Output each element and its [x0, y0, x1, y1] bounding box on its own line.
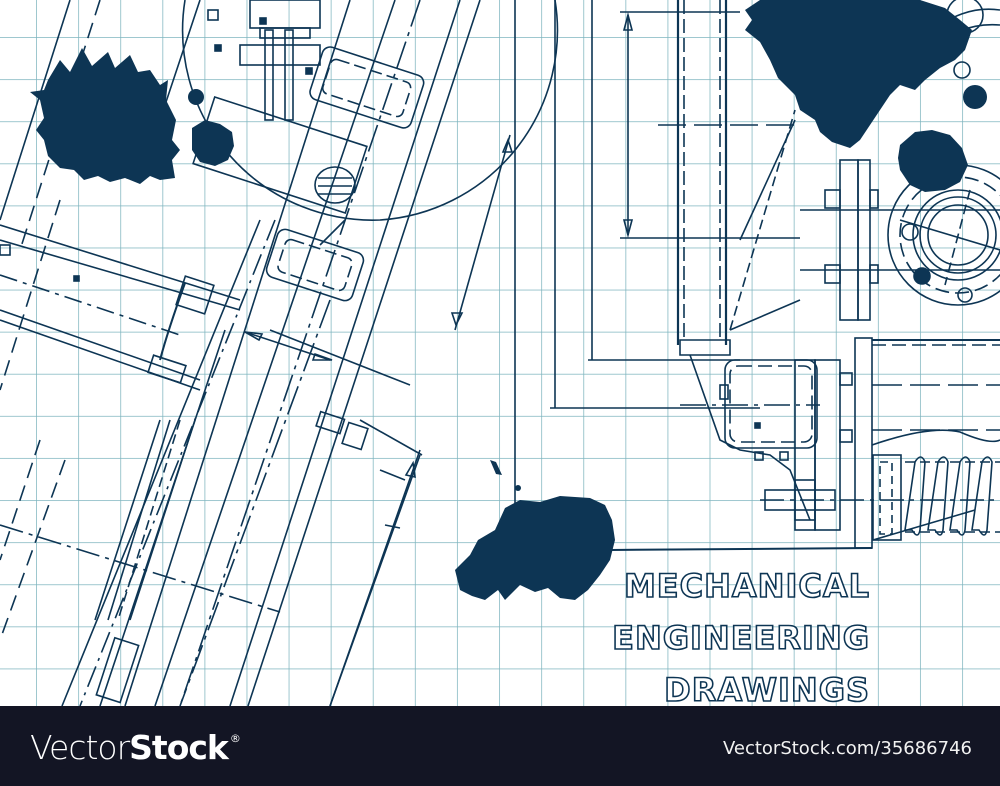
ink-blots: [30, 0, 987, 600]
detail-circle: [181, 0, 559, 221]
image-id-link[interactable]: VectorStock.com/35686746: [722, 738, 972, 759]
blueprint-drawing: [0, 0, 1000, 706]
spring-cylinder: [871, 339, 1000, 541]
left-cylinder: [0, 224, 241, 391]
logo-text-bold: Stock: [129, 728, 229, 767]
square-tube-bracket: [680, 354, 1000, 531]
top-gearbox: [192, 0, 425, 302]
left-shaft-lines: [0, 0, 481, 706]
vectorstock-logo[interactable]: VectorStock®: [30, 728, 241, 767]
vertical-column: [676, 0, 801, 356]
middle-dimensions: [0, 0, 556, 706]
title-block: MECHANICAL ENGINEERING DRAWINGS: [611, 560, 870, 706]
flange-plate: [609, 159, 1000, 551]
title-line-drawings: DRAWINGS: [663, 670, 870, 706]
logo-text-light: Vector: [30, 728, 130, 767]
title-line-engineering: ENGINEERING: [611, 618, 870, 658]
blueprint-canvas: MECHANICAL ENGINEERING DRAWINGS: [0, 0, 1000, 706]
title-line-mechanical: MECHANICAL: [623, 566, 870, 606]
right-dimension: [550, 0, 800, 409]
registered-mark-icon: ®: [229, 732, 241, 745]
watermark-footer: VectorStock® VectorStock.com/35686746: [0, 706, 1000, 786]
